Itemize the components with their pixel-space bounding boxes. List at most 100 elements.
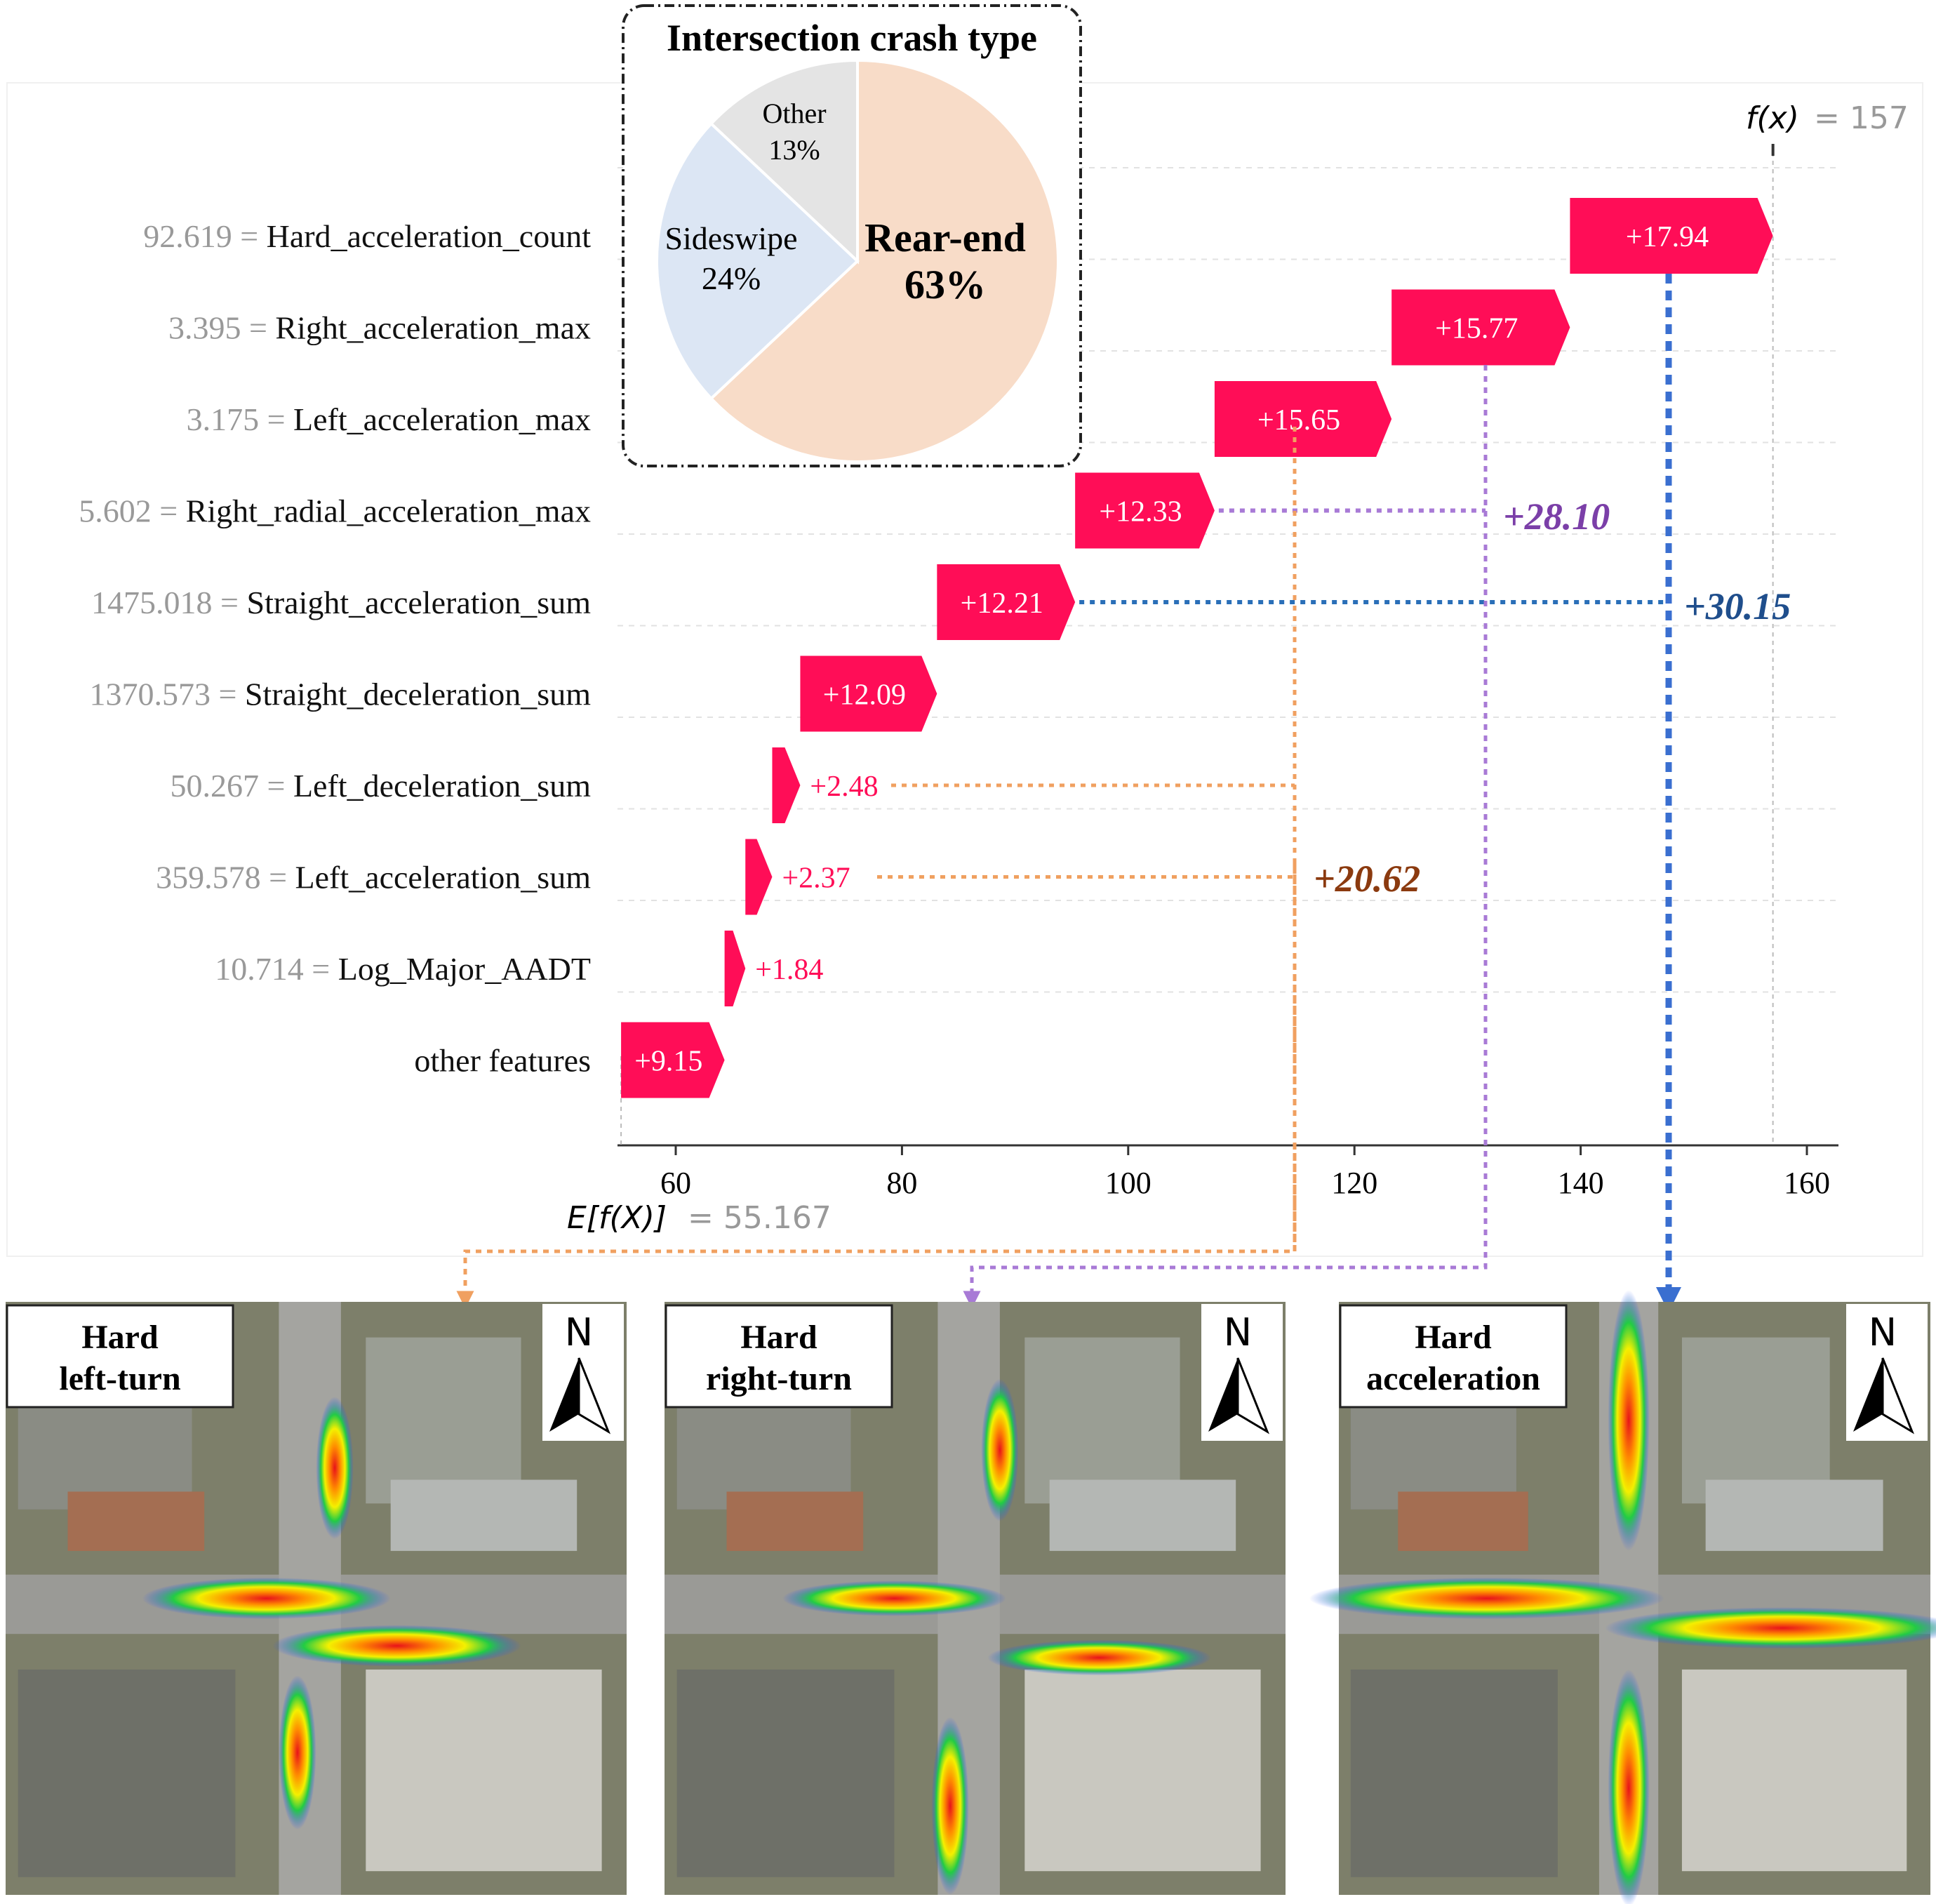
heatmap-hotspot xyxy=(1309,1577,1664,1620)
x-tick-label: 160 xyxy=(1784,1166,1830,1200)
north-arrow-icon-right xyxy=(1881,1357,1915,1434)
group-annotation-right: +28.10 xyxy=(1503,495,1610,538)
heatmap-hotspot xyxy=(272,1625,521,1667)
bar-value-label: +15.77 xyxy=(1435,313,1518,345)
feature-label: 92.619 = Hard_acceleration_count xyxy=(143,218,591,254)
x-tick-label: 140 xyxy=(1558,1166,1604,1200)
waterfall-bar xyxy=(745,839,773,915)
map-block xyxy=(1049,1479,1236,1551)
reference-labels: f(x) = 157 E[f(X)] = 55.167 xyxy=(567,100,1909,1236)
arrow-left-turn xyxy=(456,863,1297,1309)
map-panel: Hard right-turn N xyxy=(665,1302,1286,1895)
pie-slice xyxy=(655,121,860,401)
north-arrow-icon xyxy=(549,1358,579,1432)
group-annotation-left: +20.62 xyxy=(1314,858,1420,900)
waterfall-bar xyxy=(724,931,746,1006)
map-title-box xyxy=(1339,1304,1568,1409)
heatmap-hotspot xyxy=(316,1397,354,1539)
waterfall-bar xyxy=(621,1022,725,1098)
pie-label-rear-end-pct: 63% xyxy=(904,262,986,307)
map-title-box xyxy=(665,1304,893,1409)
north-arrow-icon xyxy=(1853,1358,1883,1432)
heatmap-hotspot xyxy=(782,1580,1006,1616)
map-block xyxy=(1024,1669,1261,1872)
group-annotation-straight: +30.15 xyxy=(1684,585,1791,627)
map-panel: Hard left-turn N xyxy=(6,1302,627,1895)
feature-label: 3.395 = Right_acceleration_max xyxy=(168,310,591,346)
map-title-line1: Hard xyxy=(740,1319,817,1356)
arrow-right-turn xyxy=(963,365,1488,1309)
heatmap-hotspot xyxy=(279,1675,316,1830)
north-label: N xyxy=(1869,1310,1897,1354)
pie-label-rear-end-name: Rear-end xyxy=(864,215,1026,260)
pie-label-sideswipe-pct: 24% xyxy=(702,260,761,296)
waterfall-bar xyxy=(1075,472,1215,549)
pie-slice xyxy=(709,58,859,265)
map-block xyxy=(726,1491,864,1551)
pie-label-sideswipe-name: Sideswipe xyxy=(665,220,797,256)
north-arrow-icon-right xyxy=(1236,1357,1270,1434)
map-block xyxy=(1705,1479,1883,1551)
feature-label: 1475.018 = Straight_acceleration_sum xyxy=(91,585,591,620)
bar-value-label: +9.15 xyxy=(634,1046,702,1078)
x-tick-label: 120 xyxy=(1331,1166,1377,1200)
map-block xyxy=(1350,1669,1558,1877)
map-title-line1: Hard xyxy=(81,1319,159,1356)
map-block xyxy=(390,1479,578,1551)
bar-value-label: +12.21 xyxy=(961,587,1043,620)
feature-label: 10.714 = Log_Major_AADT xyxy=(215,951,591,987)
heatmap-hotspot xyxy=(987,1639,1211,1676)
x-tick-label: 80 xyxy=(886,1166,917,1200)
heatmap-hotspot xyxy=(1608,1290,1650,1551)
bar-value-label: +1.84 xyxy=(755,954,823,986)
pie-label-other-name: Other xyxy=(762,98,826,129)
bar-value-label: +12.33 xyxy=(1099,496,1182,528)
map-title-box xyxy=(6,1304,234,1409)
efx-label: E[f(X)] xyxy=(567,1200,667,1236)
feature-label: 359.578 = Left_acceleration_sum xyxy=(156,860,591,896)
feature-label: 1370.573 = Straight_deceleration_sum xyxy=(89,677,591,712)
x-tick-label: 60 xyxy=(660,1166,691,1200)
bar-value-label: +2.37 xyxy=(782,863,850,895)
map-block xyxy=(1398,1491,1528,1551)
waterfall-bars: +17.94+15.77+15.65+12.33+12.21+12.09+2.4… xyxy=(621,198,1773,1098)
map-block xyxy=(1681,1337,1830,1504)
map-link-arrows xyxy=(456,274,1681,1312)
map-title-line1: Hard xyxy=(1415,1319,1492,1356)
bar-value-label: +17.94 xyxy=(1626,221,1709,253)
heatmap-hotspot xyxy=(1605,1607,1936,1649)
map-title-line2: left-turn xyxy=(59,1360,180,1397)
feature-label: other features xyxy=(414,1043,591,1079)
waterfall-bar xyxy=(1570,198,1773,274)
heatmap-hotspot xyxy=(981,1378,1019,1522)
fx-value: = 157 xyxy=(1814,100,1909,136)
crash-type-pie-inset: Intersection crash type Rear-end 63% Sid… xyxy=(622,4,1082,467)
map-title-line2: right-turn xyxy=(706,1360,852,1397)
north-arrow-icon xyxy=(1208,1358,1238,1432)
pie-label-other-pct: 13% xyxy=(768,134,820,166)
north-label: N xyxy=(565,1310,593,1354)
bar-value-label: +15.65 xyxy=(1257,404,1340,437)
feature-label: 5.602 = Right_radial_acceleration_max xyxy=(79,493,591,529)
map-block xyxy=(366,1669,602,1872)
feature-label: 3.175 = Left_acceleration_max xyxy=(187,401,591,437)
map-block xyxy=(676,1669,895,1877)
map-block xyxy=(18,1669,236,1877)
pie-title: Intersection crash type xyxy=(667,17,1037,59)
map-block xyxy=(366,1337,521,1504)
x-axis: 60 80 100 120 140 160 xyxy=(617,144,1838,1200)
north-arrow-icon-right xyxy=(578,1357,611,1434)
feature-labels: 92.619 = Hard_acceleration_count 3.395 = … xyxy=(79,218,591,1079)
map-block xyxy=(1024,1337,1180,1504)
map-block xyxy=(67,1491,205,1551)
map-block xyxy=(1681,1669,1907,1872)
x-tick-label: 100 xyxy=(1105,1166,1151,1200)
feature-label: 50.267 = Left_deceleration_sum xyxy=(171,768,592,804)
heatmap-hotspot xyxy=(142,1577,391,1620)
heatmap-hotspot xyxy=(1608,1669,1650,1904)
north-label: N xyxy=(1224,1310,1252,1354)
waterfall-bar xyxy=(937,564,1076,640)
